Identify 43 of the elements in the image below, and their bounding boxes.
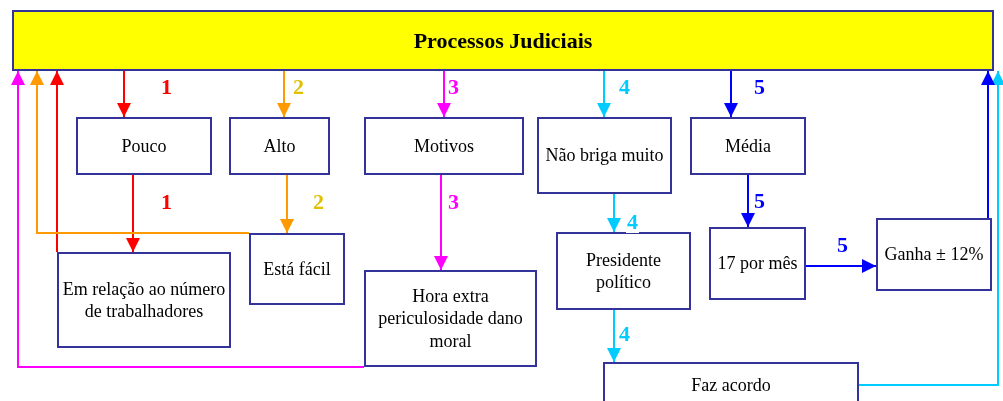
process-box	[556, 232, 691, 310]
arrow	[741, 174, 755, 228]
title-banner	[12, 10, 994, 71]
process-box	[57, 252, 231, 348]
node-text: Motivos	[414, 134, 474, 158]
process-box	[364, 117, 524, 175]
node-text: Ganha ± 12%	[884, 243, 984, 266]
arrow	[11, 70, 365, 368]
arrow	[117, 70, 131, 118]
process-box	[249, 233, 345, 305]
process-box	[690, 117, 806, 175]
arrow	[277, 70, 291, 118]
node-text: 17 por mês	[717, 252, 798, 275]
arrow	[858, 70, 1003, 386]
process-box	[876, 218, 992, 291]
node-text: Hora extra periculosidade dano moral	[377, 284, 524, 353]
node-text: Não briga muito	[545, 144, 664, 167]
node-text: Faz acordo	[691, 374, 771, 397]
process-box	[229, 117, 330, 175]
process-box	[364, 270, 537, 367]
arrow	[30, 70, 250, 234]
node-text: Em relação ao número de trabalhadores	[61, 277, 227, 323]
process-box	[603, 362, 859, 401]
arrow	[805, 259, 877, 273]
arrow	[437, 70, 451, 118]
node-text: Média	[725, 134, 771, 158]
title-text: Processos Judiciais	[413, 26, 593, 55]
process-box	[76, 117, 212, 175]
arrow	[607, 193, 621, 233]
arrow	[50, 70, 64, 253]
arrow	[280, 174, 294, 234]
arrow	[981, 70, 995, 219]
process-box	[709, 227, 806, 300]
arrow	[724, 70, 738, 118]
process-box	[537, 117, 672, 194]
node-text: Pouco	[121, 134, 167, 158]
node-text: Está fácil	[263, 257, 331, 281]
arrow	[607, 309, 621, 363]
node-text: Alto	[263, 134, 296, 158]
arrow	[126, 174, 140, 253]
arrow	[434, 174, 448, 271]
node-text: Presidente político	[585, 248, 662, 294]
arrow	[597, 70, 611, 118]
